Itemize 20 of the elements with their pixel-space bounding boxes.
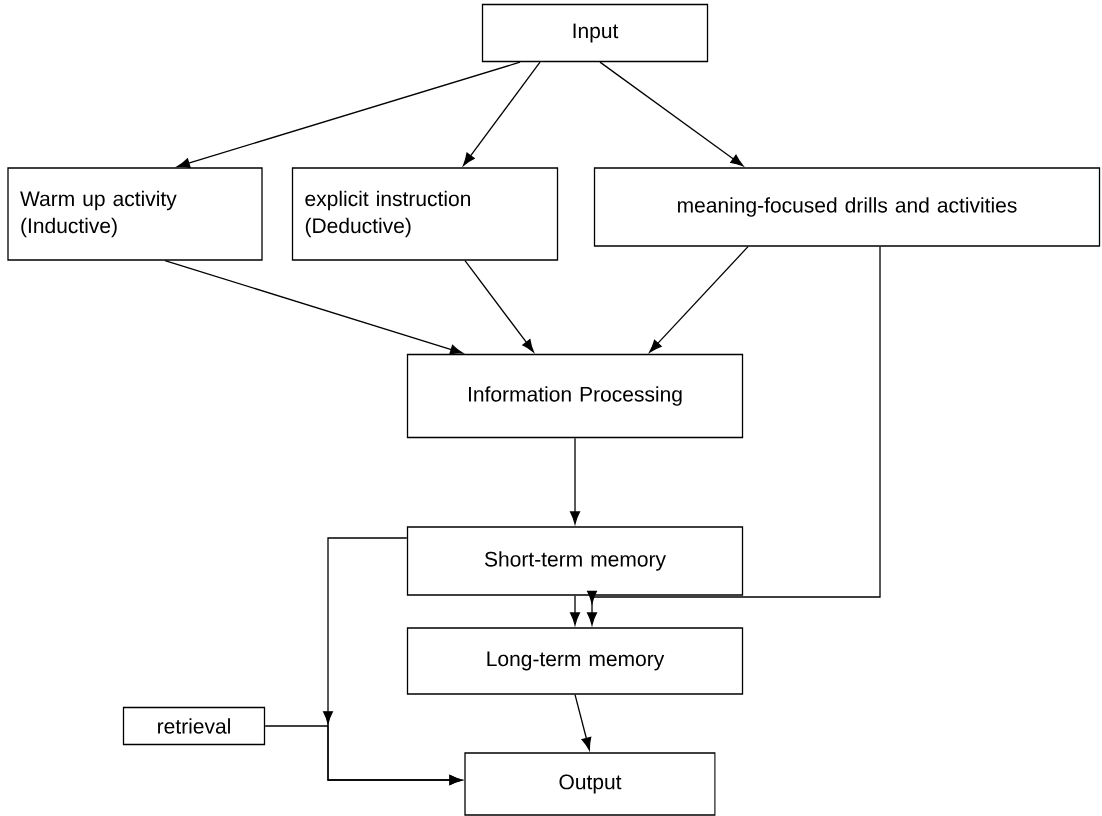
process-box: meaning-focused drills and activities xyxy=(593,167,1101,247)
arrow xyxy=(264,711,463,786)
arrow xyxy=(176,61,521,168)
process-box: Output xyxy=(464,752,716,816)
process-box: retrieval xyxy=(122,706,266,746)
arrow xyxy=(587,246,881,626)
arrow xyxy=(570,595,581,626)
arrow xyxy=(570,437,581,525)
process-box: Input xyxy=(481,3,709,63)
arrow xyxy=(599,61,744,167)
process-box: explicit instruction (Deductive) xyxy=(291,167,559,261)
arrow xyxy=(164,260,464,355)
arrow xyxy=(463,61,541,166)
process-box: Short-term memory xyxy=(406,526,744,596)
process-box: Warm up activity (Inductive) xyxy=(7,167,263,261)
arrow xyxy=(574,694,592,751)
process-box: Long-term memory xyxy=(406,627,744,695)
process-box: Information Processing xyxy=(406,353,744,439)
arrow xyxy=(464,260,534,353)
arrow xyxy=(649,246,749,353)
